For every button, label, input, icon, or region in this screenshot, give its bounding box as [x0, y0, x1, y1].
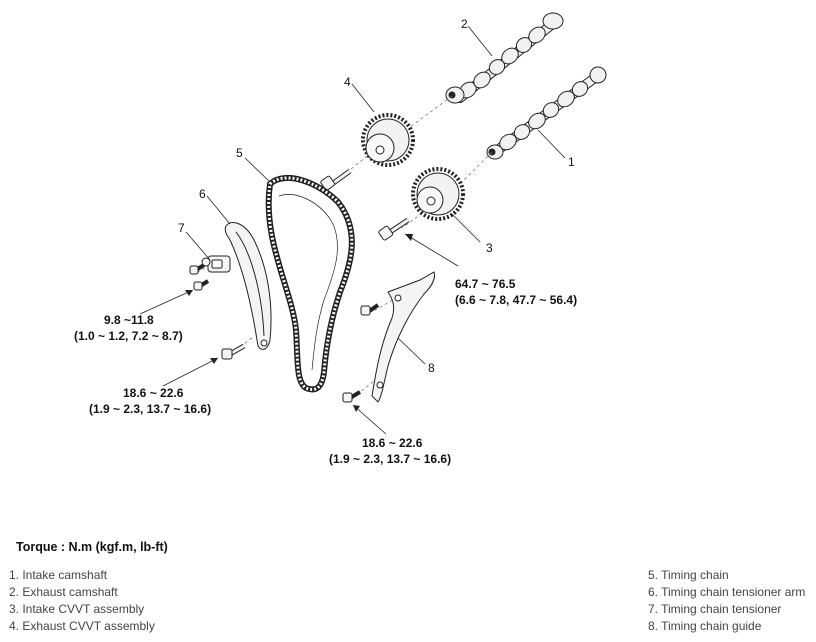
- parts-legend-right: 5. Timing chain 6. Timing chain tensione…: [648, 567, 805, 635]
- legend-item: 2. Exhaust camshaft: [9, 585, 118, 599]
- callout-3: 3: [486, 241, 493, 255]
- torque-cvvt-detail: (6.6 ~ 7.8, 47.7 ~ 56.4): [455, 293, 577, 307]
- tensioner-bolts: [189, 263, 210, 291]
- exhaust-cvvt-bolt: [320, 168, 352, 191]
- torque-guide-value: 18.6 ~ 22.6: [362, 436, 423, 450]
- legend-item: 7. Timing chain tensioner: [648, 602, 782, 616]
- tensioner-arm-bolt: [221, 343, 246, 360]
- callout-5: 5: [236, 146, 243, 160]
- torque-arm-detail: (1.9 ~ 2.3, 13.7 ~ 16.6): [89, 402, 211, 416]
- torque-arm-value: 18.6 ~ 22.6: [123, 386, 184, 400]
- timing-chain-tensioner: [201, 255, 231, 273]
- guide-bolt-lower: [342, 390, 362, 403]
- intake-camshaft: [486, 66, 607, 160]
- leader-arrowheads: [185, 234, 413, 412]
- legend-item: 6. Timing chain tensioner arm: [648, 585, 806, 599]
- leader-lines: [139, 25, 566, 435]
- callout-7: 7: [178, 221, 185, 235]
- callout-8: 8: [428, 361, 435, 375]
- legend-item: 1. Intake camshaft: [9, 568, 108, 582]
- timing-chain: [265, 174, 355, 393]
- legend-item: 8. Timing chain guide: [648, 619, 762, 633]
- callout-6: 6: [199, 187, 206, 201]
- callout-2: 2: [461, 17, 468, 31]
- callout-1: 1: [568, 155, 575, 169]
- guide-bolt-upper: [360, 303, 380, 316]
- torque-cvvt-value: 64.7 ~ 76.5: [455, 277, 516, 291]
- callout-4: 4: [344, 75, 351, 89]
- timing-chain-guide: [371, 271, 435, 403]
- intake-cvvt-bolt: [378, 217, 410, 241]
- timing-chain-diagram: 1 2 3 4 5 6 7 8 64.7 ~ 76.5 (6.6 ~ 7.8, …: [74, 12, 607, 466]
- torque-tensioner-detail: (1.0 ~ 1.2, 7.2 ~ 8.7): [74, 329, 183, 343]
- bolts: [189, 168, 410, 403]
- exhaust-cvvt-assembly: [361, 113, 415, 167]
- torque-units-heading: Torque : N.m (kgf.m, lb-ft): [16, 540, 168, 554]
- torque-guide-detail: (1.9 ~ 2.3, 13.7 ~ 16.6): [329, 452, 451, 466]
- legend-item: 4. Exhaust CVVT assembly: [9, 619, 155, 633]
- intake-cvvt-assembly: [411, 167, 465, 221]
- legend-item: 5. Timing chain: [648, 568, 729, 582]
- timing-chain-tensioner-arm: [224, 222, 272, 350]
- parts-legend-left: 1. Intake camshaft 2. Exhaust camshaft 3…: [9, 567, 155, 635]
- torque-tensioner-value: 9.8 ~11.8: [104, 313, 154, 327]
- exhaust-camshaft: [445, 12, 564, 104]
- legend-item: 3. Intake CVVT assembly: [9, 602, 145, 616]
